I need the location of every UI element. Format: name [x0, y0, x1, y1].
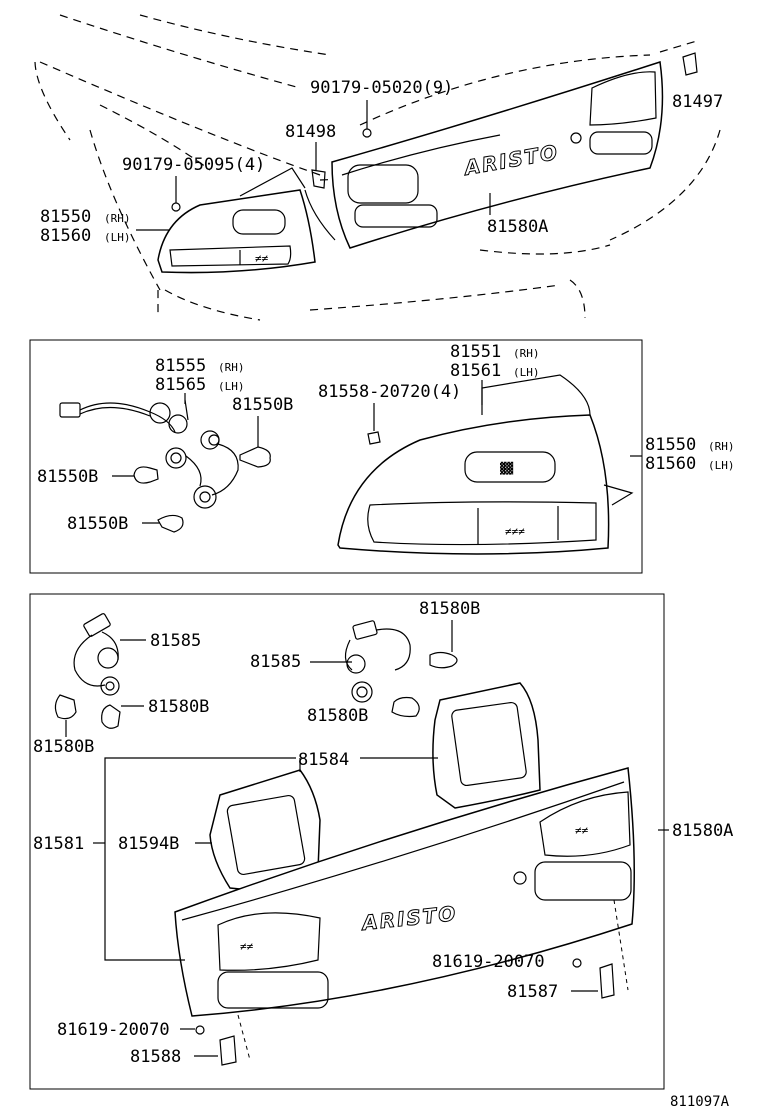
svg-text:≠≠≠: ≠≠≠ [505, 525, 525, 538]
label-81561: 81561 [450, 361, 501, 381]
center-garnish-top [331, 61, 664, 249]
label-81551: 81551 [450, 342, 501, 362]
label-81580B-left: 81580B [148, 697, 209, 717]
label-81584: 81584 [298, 750, 349, 770]
label-81580B-mid: 81580B [307, 706, 368, 726]
label-81560-lh-mid: (LH) [708, 459, 735, 472]
tail-lamp-detail: ▓▓ ≠≠≠ [59, 374, 634, 555]
label-81594B: 81594B [118, 834, 179, 854]
svg-text:▓▓: ▓▓ [500, 461, 514, 475]
label-81561-lh: (LH) [513, 366, 540, 379]
label-81550B-c: 81550B [67, 514, 128, 534]
top-labels: 90179-05020(9) 81498 81497 90179-05095(4… [40, 78, 723, 246]
label-81585-right: 81585 [250, 652, 301, 672]
diagram-code: 811097A [670, 1094, 730, 1110]
svg-text:≠≠: ≠≠ [575, 824, 589, 837]
svg-text:≠≠: ≠≠ [255, 252, 269, 265]
label-81580A-top: 81580A [487, 217, 548, 237]
label-81551-rh: (RH) [513, 347, 540, 360]
label-81555: 81555 [155, 356, 206, 376]
label-81550B-a: 81550B [232, 395, 293, 415]
garnish-detail: ARISTO ≠≠ ≠≠ [54, 613, 635, 1066]
label-81550-rh-mid: (RH) [708, 440, 735, 453]
label-81560-mid: 81560 [645, 454, 696, 474]
label-90179-05095: 90179-05095(4) [122, 155, 265, 175]
label-81550-rh-top: (RH) [104, 212, 131, 225]
label-81581: 81581 [33, 834, 84, 854]
label-81619-right: 81619-20070 [432, 952, 545, 972]
vehicle-overview: ≠≠ ARISTO [34, 14, 721, 321]
label-81585-left: 81585 [150, 631, 201, 651]
label-81560-top: 81560 [40, 226, 91, 246]
label-81565: 81565 [155, 375, 206, 395]
label-81565-lh: (LH) [218, 380, 245, 393]
label-81555-rh: (RH) [218, 361, 245, 374]
label-81619-left: 81619-20070 [57, 1020, 170, 1040]
label-81550-mid: 81550 [645, 435, 696, 455]
center-garnish-bottom [174, 767, 635, 1017]
gasket-right [432, 682, 541, 809]
garnish-detail-box [29, 593, 665, 1090]
label-81498: 81498 [285, 122, 336, 142]
label-81550B-b: 81550B [37, 467, 98, 487]
label-81580B-top: 81580B [419, 599, 480, 619]
tail-lamp-assembly [337, 414, 610, 555]
label-90179-05020: 90179-05020(9) [310, 78, 453, 98]
label-81560-lh-top: (LH) [104, 231, 131, 244]
label-81588: 81588 [130, 1047, 181, 1067]
svg-text:≠≠: ≠≠ [240, 940, 254, 953]
label-81587: 81587 [507, 982, 558, 1002]
label-81550-top: 81550 [40, 207, 91, 227]
label-81580B-farleft: 81580B [33, 737, 94, 757]
mid-labels: 81555 (RH) 81565 (LH) 81551 (RH) 81561 (… [37, 342, 735, 534]
label-81558-20720: 81558-20720(4) [318, 382, 461, 402]
label-81497: 81497 [672, 92, 723, 112]
bottom-labels: 81580B 81585 81585 81580B 81580B 81580B … [33, 599, 733, 1067]
label-81580A-bottom: 81580A [672, 821, 733, 841]
